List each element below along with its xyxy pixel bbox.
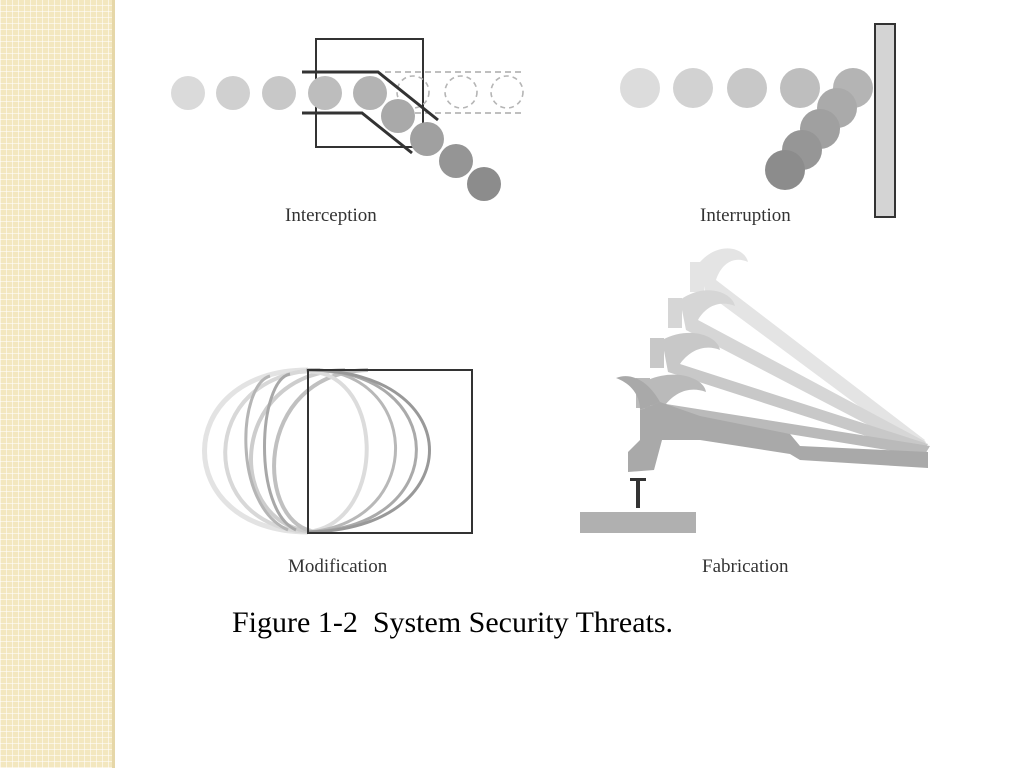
hammer — [616, 376, 928, 472]
interception-label: Interception — [285, 205, 377, 226]
nail — [636, 480, 640, 508]
message-ball — [262, 76, 296, 110]
ghost-ball — [490, 75, 524, 109]
hammer-ghost — [668, 290, 926, 452]
message-ball — [216, 76, 250, 110]
interception-panel — [171, 38, 524, 201]
bounced-ball — [765, 150, 805, 190]
interruption-panel — [620, 23, 896, 218]
message-ball — [308, 76, 342, 110]
intercepted-ball — [381, 99, 415, 133]
board — [580, 512, 696, 533]
interruption-label: Interruption — [700, 205, 791, 226]
message-ball — [727, 68, 767, 108]
message-ball — [353, 76, 387, 110]
hammer-ghost — [650, 332, 928, 454]
nail-head — [630, 478, 646, 481]
morph-shape — [263, 372, 297, 532]
morph-shape — [202, 367, 309, 535]
morph-shape — [305, 368, 397, 534]
intercepted-ball — [439, 144, 473, 178]
side-strip-edge — [112, 0, 115, 768]
morph-shape — [244, 374, 289, 532]
message-ball — [673, 68, 713, 108]
ghost-ball — [396, 75, 430, 109]
intercepted-ball — [467, 167, 501, 201]
intercepted-ball — [410, 122, 444, 156]
morph-shape — [299, 369, 369, 534]
figure-caption: Figure 1-2 System Security Threats. — [232, 606, 674, 639]
blocking-wall — [874, 23, 896, 218]
morph-shape — [307, 368, 431, 534]
modification-box — [307, 369, 473, 534]
fabrication-label: Fabrication — [702, 556, 789, 577]
message-ball — [171, 76, 205, 110]
fabrication-panel — [580, 248, 930, 533]
modification-label: Modification — [288, 556, 388, 577]
ghost-ball — [444, 75, 478, 109]
morph-shape — [272, 368, 369, 534]
modification-panel — [202, 367, 473, 535]
message-ball — [620, 68, 660, 108]
interception-channel-upper — [302, 70, 439, 122]
hammer-ghost — [690, 248, 925, 450]
interception-channel-lower — [302, 111, 413, 155]
morph-shape — [223, 368, 321, 534]
message-ball — [780, 68, 820, 108]
decorative-side-strip — [0, 0, 112, 768]
